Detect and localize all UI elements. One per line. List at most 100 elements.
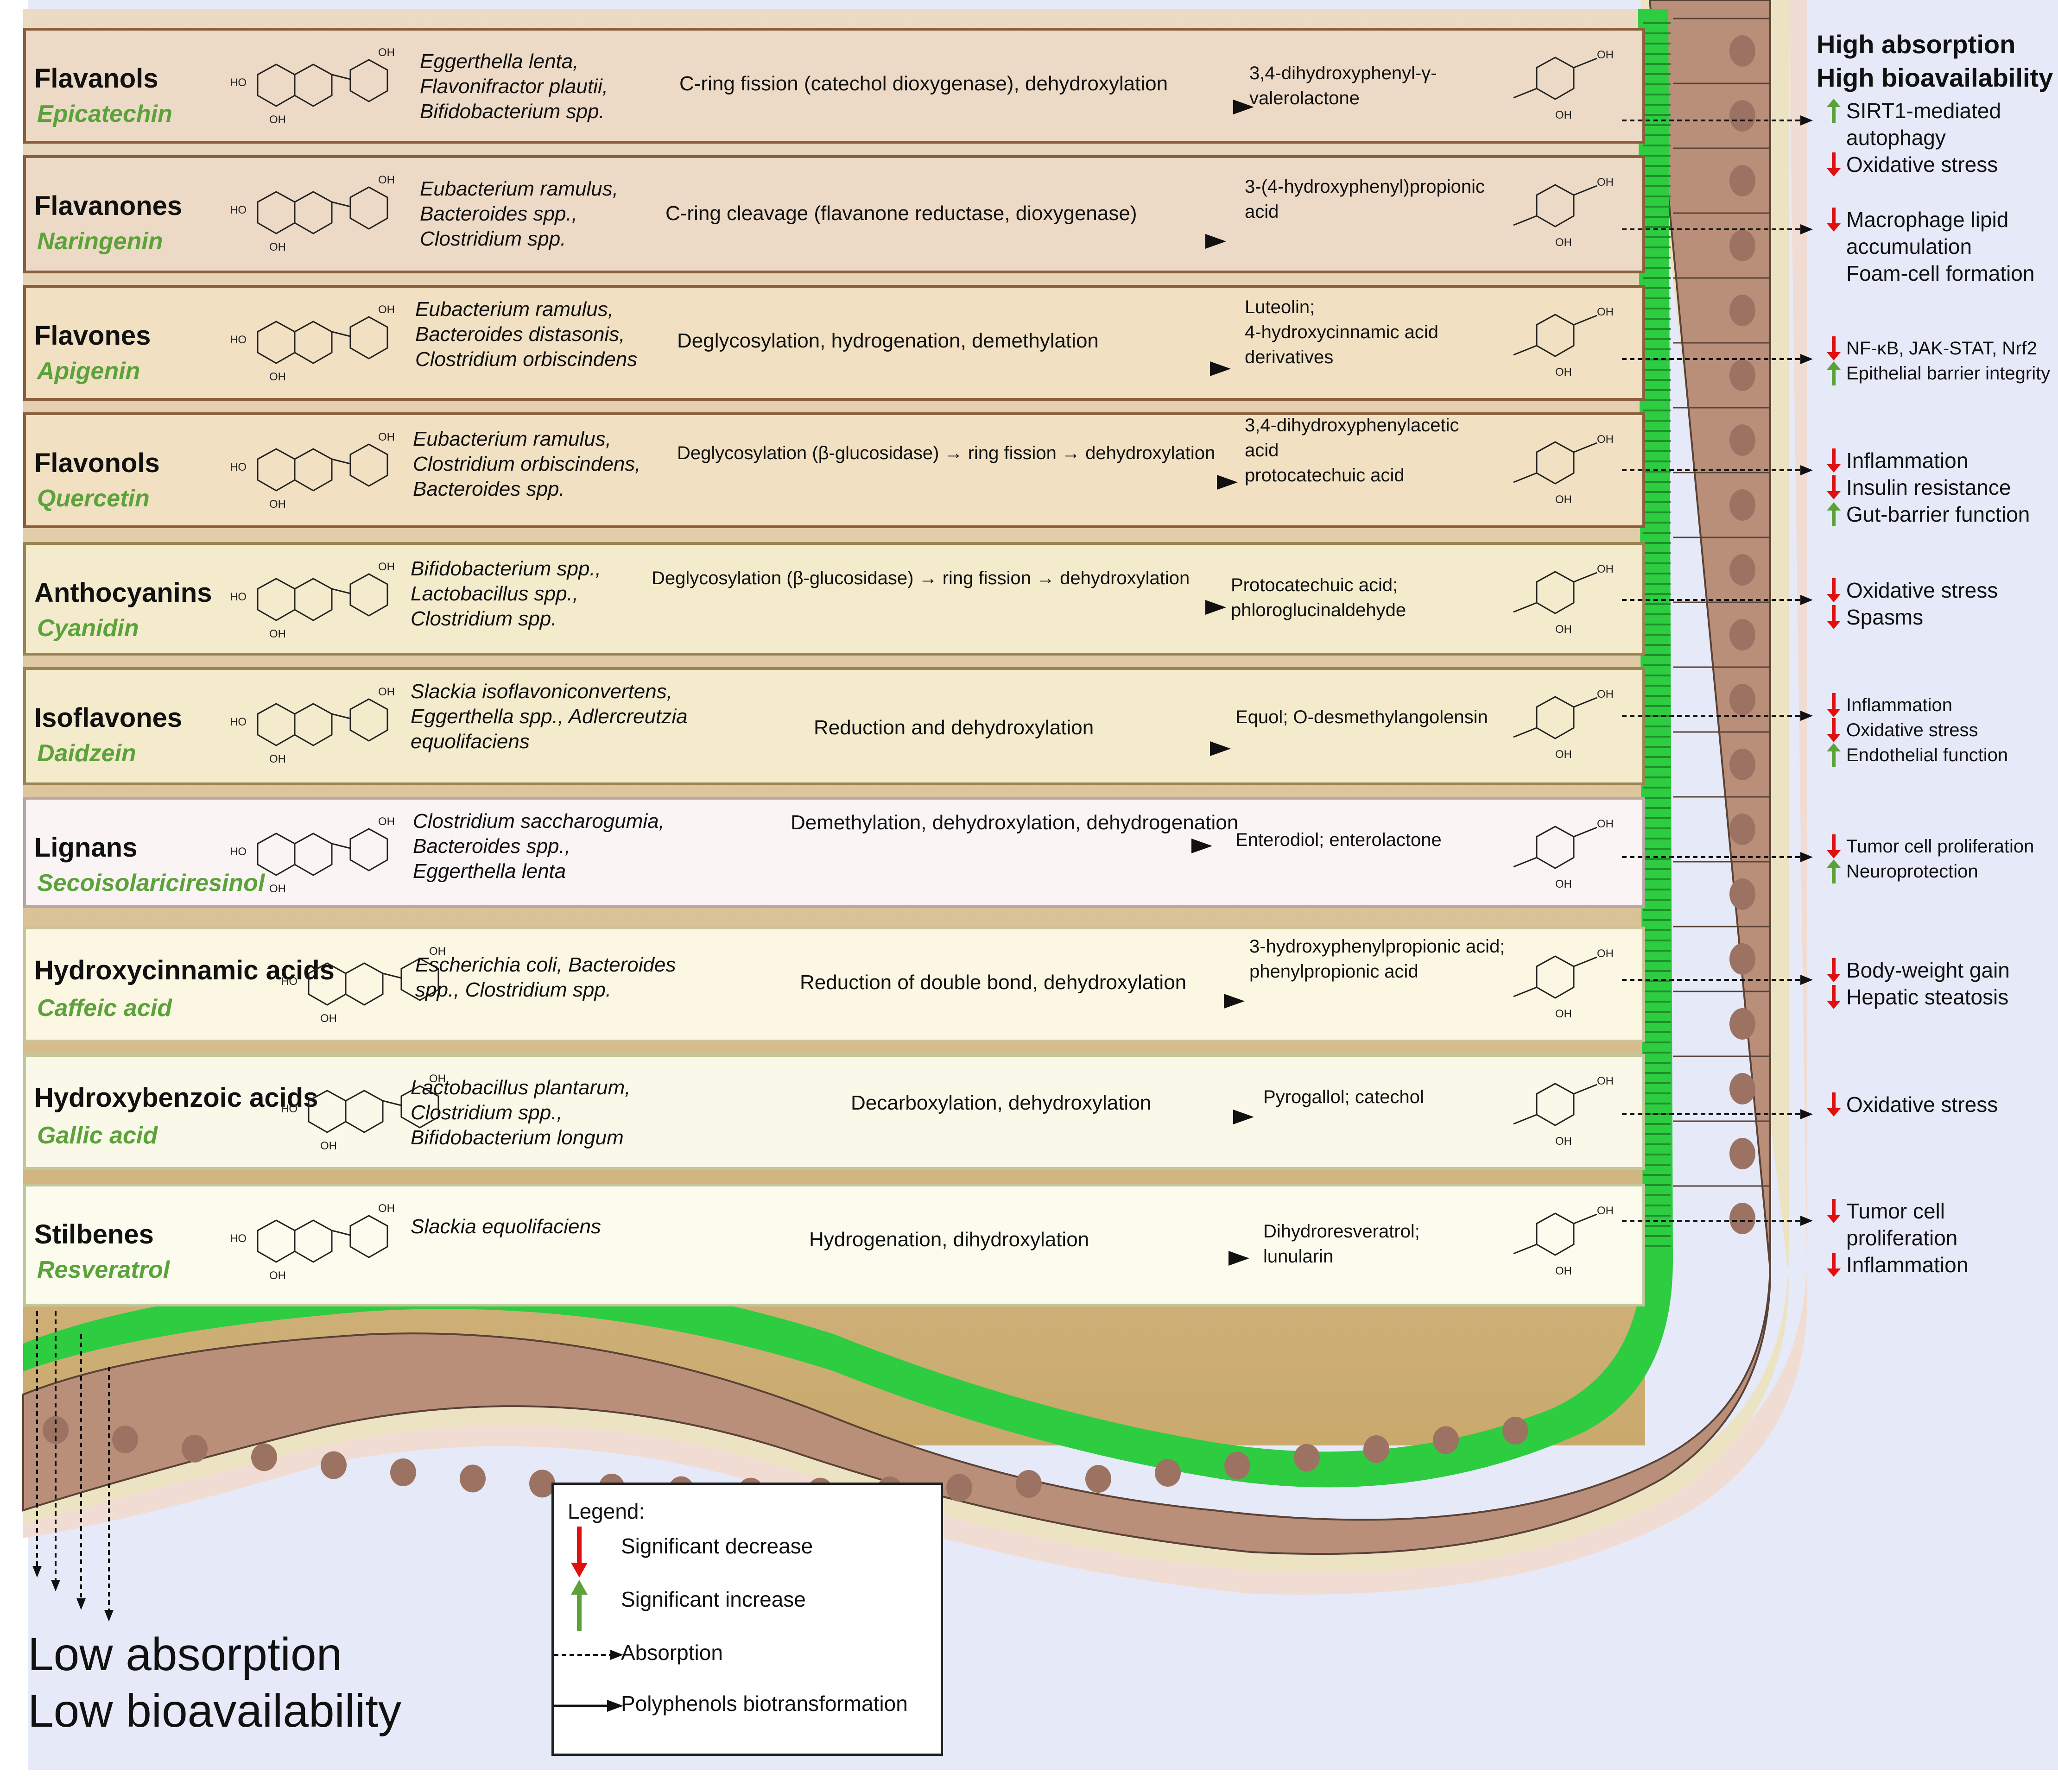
bacteria-name: Lactobacillus spp.,: [411, 582, 578, 605]
biotransformation-arrow: [628, 600, 1226, 615]
high-absorption-label: High absorption High bioavailability: [1817, 28, 2053, 95]
effect-text: Body-weight gain: [1846, 958, 2010, 982]
hydroxyl-label: OH: [1555, 878, 1572, 890]
example-compound: Caffeic acid: [37, 995, 172, 1022]
example-compound: Daidzein: [37, 740, 136, 767]
absorption-arrow: [1622, 115, 1813, 126]
biotransformation-arrow: [628, 1251, 1249, 1266]
absorption-arrow: [1622, 1109, 1813, 1119]
effect-line: accumulation: [1826, 233, 2034, 260]
effect-line: Endothelial function: [1826, 743, 2008, 768]
bacteria-list: Eggerthella lenta,Flavonifractor plautii…: [420, 49, 608, 124]
low-absorption-label: Low absorption Low bioavailability: [28, 1626, 401, 1739]
polyphenol-class-name: Flavonols: [34, 448, 160, 478]
absorption-arrow: [1622, 465, 1813, 475]
bacteria-list: Slackia isoflavoniconvertens,Eggerthella…: [411, 679, 688, 754]
hydroxyl-label: OH: [378, 303, 395, 316]
effect-line: Inflammation: [1826, 447, 2030, 474]
effect-line: Oxidative stress: [1826, 1091, 1998, 1118]
effect-text: Inflammation: [1846, 695, 1952, 715]
metabolite-name: valerolactone: [1249, 88, 1360, 108]
decrease-arrow-icon: [1827, 1199, 1841, 1223]
effect-text: Inflammation: [1846, 1253, 1969, 1277]
bacteria-name: Clostridium orbiscindens: [415, 348, 638, 371]
example-compound: Resveratrol: [37, 1256, 170, 1283]
metabolite-name: acid: [1245, 440, 1279, 461]
effect-line: Macrophage lipid: [1826, 206, 2034, 233]
metabolite-product: Protocatechuic acid;phloroglucinaldehyde: [1231, 573, 1406, 623]
bacteria-name: Slackia isoflavoniconvertens,: [411, 680, 672, 703]
biotransformation-arrow: [628, 234, 1226, 249]
increase-arrow-icon: [1827, 361, 1841, 385]
effect-text: Epithelial barrier integrity: [1846, 363, 2051, 384]
effect-text: Neuroprotection: [1846, 861, 1978, 882]
hydroxyl-label: OH: [320, 1012, 337, 1025]
transformation-process: Demethylation, dehydroxylation, dehydrog…: [791, 811, 1239, 834]
effect-line: Foam-cell formation: [1826, 260, 2034, 287]
hydroxyl-label: OH: [269, 371, 286, 383]
decrease-arrow-icon: [1827, 152, 1841, 177]
example-compound: Cyanidin: [37, 615, 139, 642]
transformation-process: Deglycosylation (β-glucosidase) → ring f…: [652, 568, 1190, 588]
hydroxyl-label: OH: [1597, 49, 1614, 61]
transformation-process: Hydrogenation, dihydroxylation: [809, 1228, 1089, 1251]
bacteria-name: Escherichia coli, Bacteroides: [415, 953, 676, 976]
metabolite-name: acid: [1245, 202, 1279, 222]
bacteria-name: Bifidobacterium longum: [411, 1126, 624, 1149]
effect-line: Body-weight gain: [1826, 957, 2010, 984]
bacteria-name: Eggerthella lenta,: [420, 50, 579, 73]
example-compound: Gallic acid: [37, 1122, 158, 1149]
high-absorption-line-1: High absorption: [1817, 30, 2016, 59]
decrease-arrow-icon: [1827, 605, 1841, 629]
low-absorption-line-1: Low absorption: [28, 1628, 342, 1680]
increase-arrow-icon: [1827, 502, 1841, 526]
bacteria-name: Slackia equolifaciens: [411, 1215, 601, 1238]
polyphenol-class-name: Flavanones: [34, 191, 183, 221]
effect-line: Epithelial barrier integrity: [1826, 361, 2050, 386]
low-absorption-line-2: Low bioavailability: [28, 1685, 402, 1737]
hydroxyl-label: OH: [378, 815, 395, 828]
effect-text: autophagy: [1846, 126, 1946, 150]
decrease-arrow-icon: [1827, 578, 1841, 602]
effect-line: Spasms: [1826, 604, 1998, 631]
effect-line: NF-κB, JAK-STAT, Nrf2: [1826, 336, 2050, 361]
hydroxyl-label: HO: [281, 1103, 298, 1115]
bacteria-name: Bacteroides spp.,: [413, 835, 570, 858]
hydroxyl-label: HO: [230, 846, 247, 858]
absorption-arrow: [1622, 711, 1813, 721]
metabolite-product: Enterodiol; enterolactone: [1235, 827, 1442, 852]
transformation-process: C-ring fission (catechol dioxygenase), d…: [679, 72, 1168, 95]
metabolite-name: Pyrogallol; catechol: [1263, 1087, 1424, 1107]
absorption-arrow: [1622, 354, 1813, 364]
effect-line: Inflammation: [1826, 693, 2008, 718]
bacteria-name: Bacteroides distasonis,: [415, 323, 625, 346]
metabolite-product: 3-hydroxyphenylpropionic acid;phenylprop…: [1249, 934, 1505, 984]
hydroxyl-label: OH: [269, 1269, 286, 1282]
example-compound: Quercetin: [37, 485, 150, 512]
metabolite-name: 4-hydroxycinnamic acid: [1245, 322, 1438, 342]
legend-decrease: Significant decrease: [621, 1534, 813, 1558]
effect-text: Inflammation: [1846, 448, 1969, 473]
biotransformation-arrow: [628, 994, 1245, 1009]
decrease-arrow-icon: [1827, 1253, 1841, 1277]
hydroxyl-label: HO: [230, 716, 247, 728]
effect-text: NF-κB, JAK-STAT, Nrf2: [1846, 338, 2037, 359]
example-compound: Secoisolariciresinol: [37, 870, 265, 896]
decrease-arrow-icon: [1827, 693, 1841, 717]
biotransformation-arrow: [628, 741, 1231, 756]
biotransformation-arrow: [628, 100, 1254, 114]
effect-text: accumulation: [1846, 234, 1972, 259]
effect-text: Gut-barrier function: [1846, 502, 2030, 526]
